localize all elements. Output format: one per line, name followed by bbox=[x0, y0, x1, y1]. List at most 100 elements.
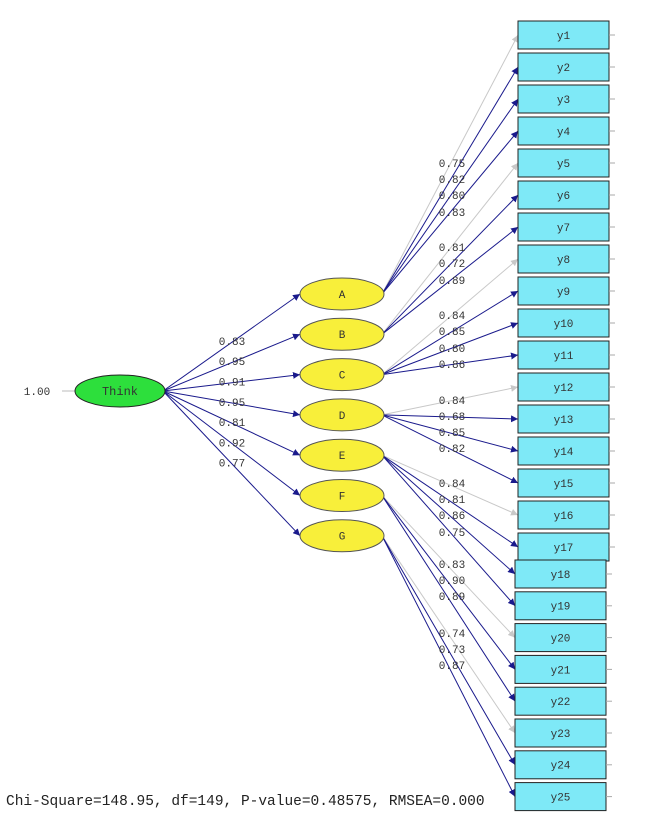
observed-label-y11: y11 bbox=[554, 351, 574, 363]
factor-node-label-D: D bbox=[339, 411, 346, 423]
loading-label-y22: 0.89 bbox=[439, 592, 465, 604]
loading-label-y12: 0.84 bbox=[439, 396, 466, 408]
observed-label-y15: y15 bbox=[554, 479, 574, 491]
loading-label-y3: 0.80 bbox=[439, 191, 465, 203]
path-G-y25 bbox=[381, 535, 516, 797]
observed-label-y18: y18 bbox=[551, 570, 571, 582]
path-F-y21 bbox=[381, 495, 516, 670]
observed-label-y17: y17 bbox=[554, 543, 574, 555]
loading-label-y8: 0.84 bbox=[439, 311, 466, 323]
loading-label-y15: 0.82 bbox=[439, 444, 465, 456]
path-A-y2 bbox=[381, 66, 519, 295]
path-E-y19 bbox=[381, 454, 516, 607]
observed-label-y25: y25 bbox=[551, 793, 571, 805]
factor-node-B bbox=[299, 317, 385, 351]
factor-node-label-C: C bbox=[339, 371, 346, 383]
factor-node-label-F: F bbox=[339, 491, 346, 503]
observed-label-y16: y16 bbox=[554, 511, 574, 523]
loading-label-A: 0.83 bbox=[219, 337, 245, 349]
observed-label-y5: y5 bbox=[557, 159, 570, 171]
factor-node-C bbox=[299, 358, 385, 392]
observed-label-y14: y14 bbox=[554, 447, 574, 459]
observed-label-y9: y9 bbox=[557, 287, 570, 299]
path-F-y20 bbox=[381, 495, 516, 638]
edges-layer bbox=[62, 34, 519, 797]
observed-box-y11 bbox=[517, 340, 610, 370]
observed-box-y1 bbox=[517, 20, 610, 50]
path-D-y14 bbox=[381, 414, 519, 453]
loading-label-y19: 0.75 bbox=[439, 528, 465, 540]
factor-node-F bbox=[299, 479, 385, 512]
path-D-y13 bbox=[381, 414, 519, 423]
observed-box-y17 bbox=[517, 532, 610, 562]
observed-label-y1: y1 bbox=[557, 31, 571, 43]
loading-label-y25: 0.87 bbox=[439, 661, 465, 673]
observed-label-y8: y8 bbox=[557, 255, 570, 267]
path-G-y23 bbox=[381, 535, 516, 734]
loading-label-B: 0.95 bbox=[219, 357, 245, 369]
path-A-y3 bbox=[381, 98, 519, 295]
path-E-y16 bbox=[381, 454, 519, 516]
observed-box-y23 bbox=[514, 718, 607, 748]
path-F-y22 bbox=[381, 495, 516, 702]
observed-box-y3 bbox=[517, 84, 610, 114]
observed-box-y18 bbox=[514, 559, 607, 589]
loading-label-y24: 0.73 bbox=[439, 645, 465, 657]
observed-label-y22: y22 bbox=[551, 697, 571, 709]
observed-label-y24: y24 bbox=[551, 761, 571, 773]
path-C-y10 bbox=[381, 322, 519, 376]
path-G-y24 bbox=[381, 535, 516, 766]
path-B-y7 bbox=[381, 226, 519, 335]
think-variance-label: 1.00 bbox=[24, 387, 50, 399]
factor-node-label-A: A bbox=[339, 290, 346, 302]
loading-label-y17: 0.81 bbox=[439, 495, 466, 507]
observed-label-y19: y19 bbox=[551, 602, 571, 614]
observed-box-y19 bbox=[514, 591, 607, 621]
observed-box-y22 bbox=[514, 686, 607, 716]
path-B-y5 bbox=[381, 162, 519, 335]
path-C-y8 bbox=[381, 258, 519, 375]
observed-label-y23: y23 bbox=[551, 729, 571, 741]
loading-label-y1: 0.75 bbox=[439, 159, 465, 171]
loading-label-y7: 0.89 bbox=[439, 276, 465, 288]
factor-node-label-E: E bbox=[339, 451, 346, 463]
loading-label-y5: 0.81 bbox=[439, 243, 466, 255]
observed-label-y10: y10 bbox=[554, 319, 574, 331]
observed-label-y12: y12 bbox=[554, 383, 574, 395]
path-E-y18 bbox=[381, 454, 516, 575]
loading-labels-layer: 1.000.830.950.910.950.810.920.770.750.82… bbox=[24, 159, 466, 673]
observed-box-y8 bbox=[517, 244, 610, 274]
path-C-y11 bbox=[381, 352, 519, 376]
loading-label-F: 0.92 bbox=[219, 438, 245, 450]
factor-node-label-G: G bbox=[339, 532, 346, 544]
loading-label-y9: 0.85 bbox=[439, 327, 465, 339]
path-think-A bbox=[162, 293, 301, 392]
path-A-y1 bbox=[381, 34, 519, 295]
loading-label-y10: 0.80 bbox=[439, 344, 465, 356]
observed-label-y13: y13 bbox=[554, 415, 574, 427]
loading-label-y23: 0.74 bbox=[439, 629, 466, 641]
path-think-D bbox=[162, 390, 301, 418]
path-D-y15 bbox=[381, 414, 519, 484]
path-think-E bbox=[162, 390, 301, 456]
path-A-y4 bbox=[381, 130, 519, 295]
observed-box-y10 bbox=[517, 308, 610, 338]
observed-box-y15 bbox=[517, 468, 610, 498]
observed-box-y7 bbox=[517, 212, 610, 242]
loading-label-y4: 0.83 bbox=[439, 208, 465, 220]
path-think-G bbox=[162, 390, 301, 537]
factor-node-G bbox=[299, 519, 385, 553]
factor-node-label-B: B bbox=[339, 330, 346, 342]
factor-node-A bbox=[299, 277, 385, 311]
factor-node-E bbox=[299, 438, 385, 472]
factor-node-D bbox=[299, 398, 385, 432]
observed-label-y7: y7 bbox=[557, 223, 570, 235]
loading-label-G: 0.77 bbox=[219, 459, 245, 471]
path-think-B bbox=[162, 333, 301, 392]
loading-label-C: 0.91 bbox=[219, 378, 246, 390]
observed-label-y3: y3 bbox=[557, 95, 570, 107]
observed-box-y2 bbox=[517, 52, 610, 82]
path-think-C bbox=[162, 371, 301, 392]
path-D-y12 bbox=[381, 384, 519, 416]
